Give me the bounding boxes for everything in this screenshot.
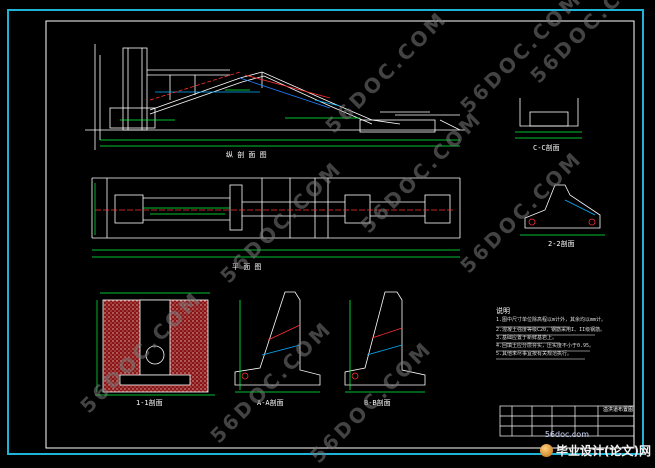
longitudinal-axis bbox=[149, 71, 331, 101]
note-line-2: 2.混凝土强度等级C20，钢筋采用I、II级钢筋。 bbox=[496, 327, 606, 333]
longitudinal-section-caption: 纵 剖 面 图 bbox=[226, 151, 267, 159]
site-brand-stamp[interactable]: 56doc.com 毕业设计(论文)网 bbox=[540, 430, 651, 458]
notes-heading: 说明 bbox=[496, 307, 510, 315]
section-a-view bbox=[234, 291, 321, 393]
title-block bbox=[499, 405, 635, 437]
section-a-caption: A-A剖面 bbox=[257, 399, 284, 407]
water-level-lines bbox=[155, 77, 341, 109]
plan-view bbox=[91, 177, 461, 239]
note-line-4: 4.回填土应分层夯实，压实度不小于0.95。 bbox=[496, 343, 595, 349]
gate-shaft-section bbox=[95, 292, 215, 396]
inner-frame bbox=[45, 20, 635, 449]
site-url[interactable]: 56doc.com bbox=[544, 430, 589, 439]
site-logo-icon bbox=[540, 443, 554, 457]
section-b-caption: B-B剖面 bbox=[364, 399, 391, 407]
site-name: 毕业设计(论文)网 bbox=[556, 443, 651, 458]
small-section-top-right bbox=[515, 98, 582, 139]
pier-detail-caption: 2-2剖面 bbox=[548, 240, 575, 248]
title-block-drawing-title: 溢洪道布置图 bbox=[603, 407, 634, 413]
section-b-view bbox=[344, 291, 426, 393]
small-section-caption: C-C剖面 bbox=[533, 144, 560, 152]
plan-caption: 平 面 图 bbox=[232, 263, 262, 271]
note-line-5: 5.其他未尽事宜按有关规范执行。 bbox=[496, 351, 573, 357]
gate-shaft-caption: 1-1剖面 bbox=[136, 399, 163, 407]
longitudinal-section-dims bbox=[100, 89, 460, 147]
pier-detail-view bbox=[520, 184, 605, 236]
plan-dims bbox=[92, 183, 460, 258]
outer-frame bbox=[7, 9, 644, 455]
note-line-1: 1.图中尺寸单位除高程以m计外，其余均以mm计。 bbox=[496, 317, 607, 323]
note-line-3: 3.基础应置于新鲜基岩上。 bbox=[496, 335, 558, 341]
notes-underlines bbox=[496, 326, 595, 360]
